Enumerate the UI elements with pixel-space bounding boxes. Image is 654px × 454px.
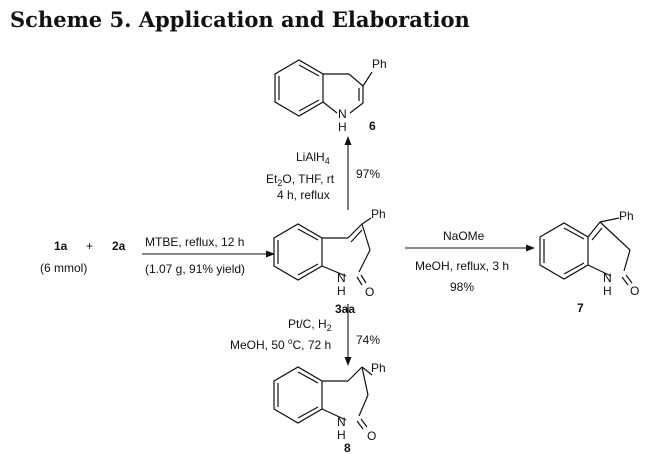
phenyl-label: Ph: [371, 361, 386, 375]
phenyl-label: Ph: [372, 57, 387, 71]
nitrogen-label: N: [337, 271, 346, 285]
phenyl-label: Ph: [371, 207, 386, 221]
oxygen-label: O: [630, 284, 639, 298]
right-conditions: MeOH, reflux, 3 h: [415, 259, 509, 273]
yield-74: 74%: [356, 333, 380, 347]
reagent-naome: NaOMe: [443, 229, 485, 243]
hydrogen-label: H: [337, 284, 346, 298]
oxygen-label: O: [367, 429, 376, 443]
main-conditions: MTBE, reflux, 12 h: [145, 235, 244, 249]
nitrogen-label: N: [337, 415, 346, 429]
scheme-title: Scheme 5. Application and Elaboration: [10, 7, 470, 32]
reactant-2a: 2a: [112, 239, 126, 253]
yield-98: 98%: [450, 280, 474, 294]
oxygen-label: O: [365, 285, 374, 299]
compound-6-label: 6: [369, 119, 376, 133]
compound-6-structure: Ph N H 6: [274, 57, 387, 134]
hydrogen-label: H: [337, 428, 346, 442]
reagent-ptc-h2: Pt/C, H2: [288, 317, 332, 333]
compound-8-structure: Ph N H O 8: [273, 361, 386, 454]
reactant-scale: (6 mmol): [40, 261, 87, 275]
nitrogen-label: N: [338, 107, 347, 121]
solvent-conditions: Et2O, THF, rt: [266, 172, 335, 188]
yield-97: 97%: [356, 167, 380, 181]
phenyl-label: Ph: [619, 209, 634, 223]
compound-3aa-structure: Ph N H O 3aa: [273, 207, 386, 316]
hydrogen-label: H: [603, 284, 612, 298]
reagent-lialh4: LiAlH4: [296, 150, 330, 166]
time-conditions: 4 h, reflux: [277, 188, 330, 202]
hydrogen-label: H: [338, 120, 347, 134]
main-result: (1.07 g, 91% yield): [145, 262, 245, 276]
compound-7-label: 7: [577, 301, 584, 315]
compound-3aa-label: 3aa: [335, 302, 355, 316]
reactant-1a: 1a: [54, 239, 68, 253]
compound-8-label: 8: [344, 441, 351, 454]
plus-sign: +: [86, 239, 93, 253]
compound-7-structure: Ph N H O 7: [539, 209, 639, 315]
down-conditions: MeOH, 50 oC, 72 h: [230, 337, 331, 352]
nitrogen-label: N: [603, 271, 612, 285]
